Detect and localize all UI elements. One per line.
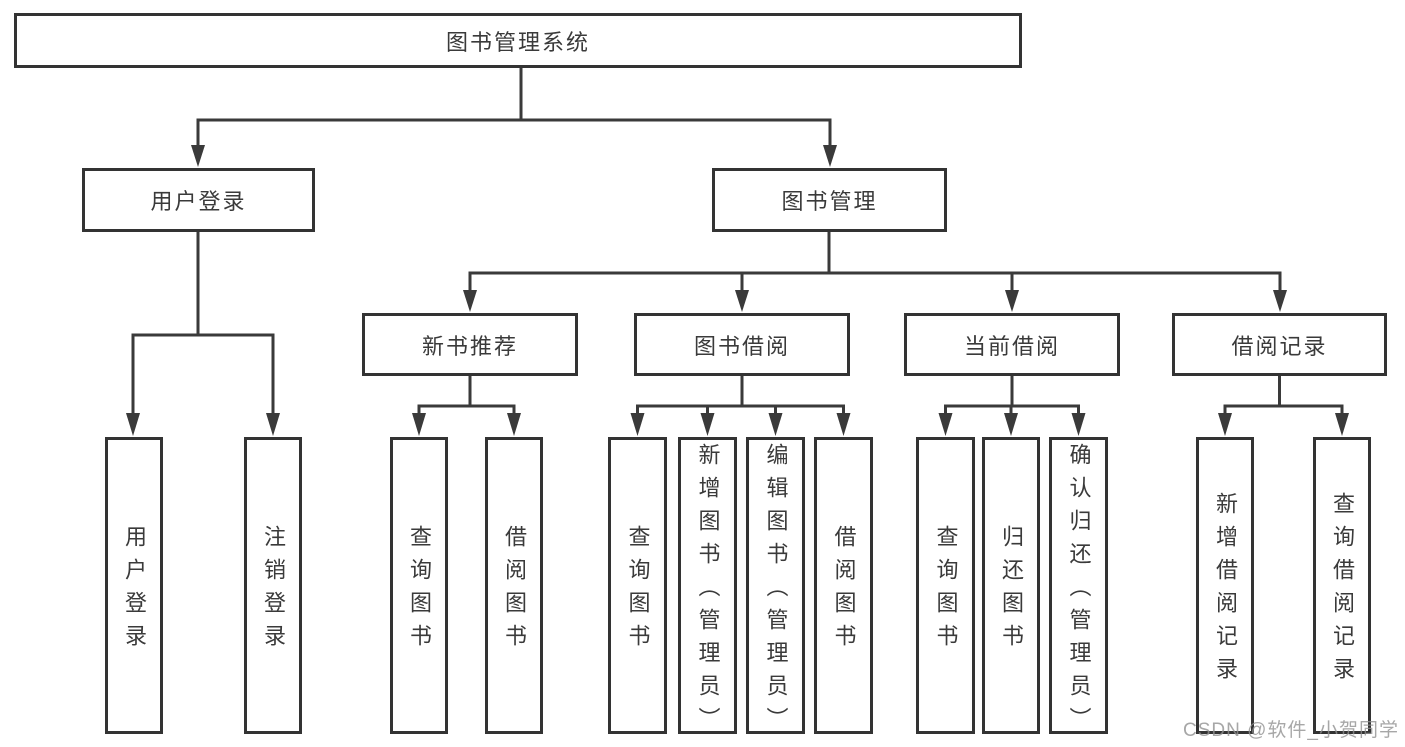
node-label: 查询借阅记录 [1330,492,1355,690]
leaf-add-books-admin: 新增图书（管理员） [678,437,737,740]
csdn-watermark: CSDN @软件_小贺同学 [1183,720,1399,741]
node-borrowing-records: 借阅记录 [1172,313,1387,376]
node-label: 新增借阅记录 [1213,492,1238,690]
node-label: 借阅图书 [831,525,857,657]
node-label: 借阅记录 [1231,333,1328,359]
node-label: 借阅图书 [502,525,527,657]
node-current-borrowing: 当前借阅 [904,313,1120,376]
leaf-query-books-borrowing: 查询图书 [608,437,667,734]
node-label: 查询图书 [933,525,959,657]
node-book-borrowing: 图书借阅 [634,313,850,376]
node-label: 新书推荐 [421,333,518,359]
node-label: 编辑图书（管理员） [763,442,789,740]
node-new-book-recommend: 新书推荐 [362,313,578,376]
leaf-logout: 注销登录 [244,437,302,734]
leaf-query-borrow-record: 查询借阅记录 [1313,437,1371,734]
leaf-query-books-current: 查询图书 [916,437,975,734]
node-label: 用户登录 [150,189,247,214]
node-label: 查询图书 [625,525,651,657]
leaf-return-books: 归还图书 [982,437,1040,734]
node-label: 图书管理 [781,189,878,214]
leaf-borrow-books-recommend: 借阅图书 [485,437,543,734]
leaf-user-login: 用户登录 [105,437,163,734]
leaf-confirm-return-admin: 确认归还（管理员） [1049,437,1108,740]
node-label: 确认归还（管理员） [1066,442,1092,740]
node-label: 当前借阅 [963,333,1060,359]
node-root: 图书管理系统 [14,13,1022,68]
leaf-edit-books-admin: 编辑图书（管理员） [746,437,805,740]
node-label: 归还图书 [999,525,1024,657]
node-user-login: 用户登录 [82,168,315,232]
node-label: 用户登录 [122,525,147,657]
node-label: 注销登录 [261,525,286,657]
node-label: 新增图书（管理员） [695,442,721,740]
leaf-query-books-recommend: 查询图书 [390,437,448,734]
node-book-management: 图书管理 [712,168,947,232]
node-label: 图书借阅 [693,333,790,359]
leaf-add-borrow-record: 新增借阅记录 [1196,437,1254,734]
node-label: 查询图书 [407,525,432,657]
leaf-borrow-books-borrowing: 借阅图书 [814,437,873,734]
node-label: 图书管理系统 [445,29,590,55]
